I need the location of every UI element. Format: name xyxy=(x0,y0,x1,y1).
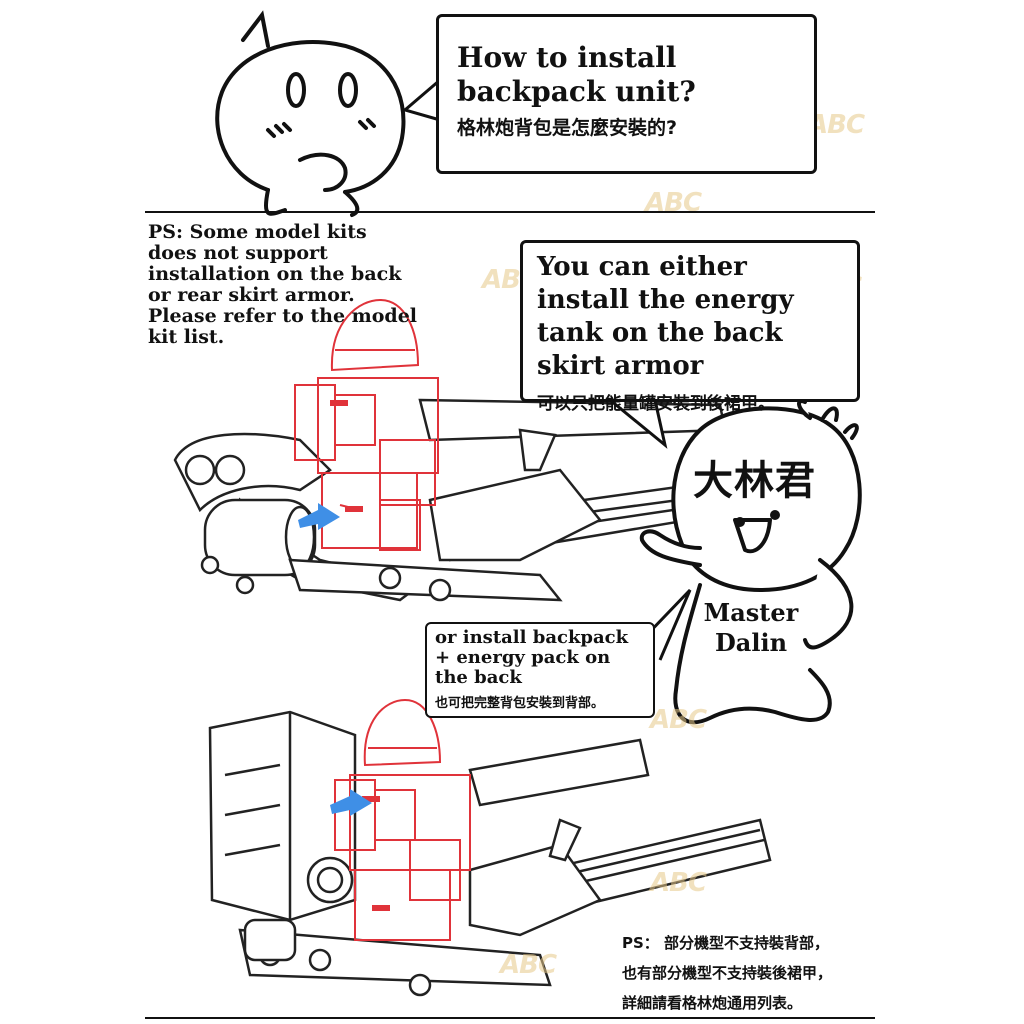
lower-red-marks xyxy=(362,796,390,911)
answer-2-text-zh: 也可把完整背包安裝到背部。 xyxy=(435,696,605,711)
mascot-head-text: 大林君 xyxy=(693,458,816,504)
upper-install-arrow xyxy=(298,503,340,530)
divider-top xyxy=(145,211,875,213)
question-bubble-tail xyxy=(401,78,441,122)
watermark-logo: ABC xyxy=(500,950,557,980)
watermark-logo: ABC xyxy=(650,705,707,735)
mascot-name-label: Master Dalin xyxy=(703,598,799,657)
answer-2-bubble: or install backpack + energy pack on the… xyxy=(425,622,655,718)
lower-robot-outline xyxy=(334,698,471,941)
watermark-logo: ABC xyxy=(650,868,707,898)
answer-1-tail xyxy=(609,398,668,449)
lower-install-arrow xyxy=(330,789,372,816)
ps-note-en: PS: Some model kits does not support ins… xyxy=(148,221,418,348)
question-text-zh: 格林炮背包是怎麼安裝的? xyxy=(457,117,678,139)
watermark-logo: ABC xyxy=(808,110,865,140)
ps-note-zh-line-2: 也有部分機型不支持裝後裙甲， xyxy=(622,964,833,982)
lower-backpack-assembly xyxy=(208,710,772,997)
question-bubble: How to install backpack unit? 格林炮背包是怎麼安裝… xyxy=(436,14,817,174)
answer-1-text-zh: 可以只把能量罐安裝到後裙甲。 xyxy=(537,394,775,414)
upper-robot-outline xyxy=(294,298,439,551)
divider-bottom xyxy=(145,1017,875,1019)
ps-note-zh-line-3: 詳細請看格林炮通用列表。 xyxy=(622,994,803,1012)
answer-1-bubble: You can either install the energy tank o… xyxy=(520,240,860,414)
ps-note-zh: PS： 部分機型不支持裝背部， 也有部分機型不支持裝後裙甲， 詳細請看格林炮通用… xyxy=(622,928,882,1018)
question-text-en: How to install backpack unit? xyxy=(457,41,696,108)
master-dalin-mascot xyxy=(639,399,862,725)
thinking-character xyxy=(215,10,406,217)
upper-red-marks xyxy=(330,400,363,512)
ps-note-zh-line-1: PS： 部分機型不支持裝背部， xyxy=(622,934,830,952)
watermark-logo: ABC xyxy=(645,188,702,218)
answer-1-text-en: You can either install the energy tank o… xyxy=(537,252,794,381)
answer-2-text-en: or install backpack + energy pack on the… xyxy=(435,627,629,688)
